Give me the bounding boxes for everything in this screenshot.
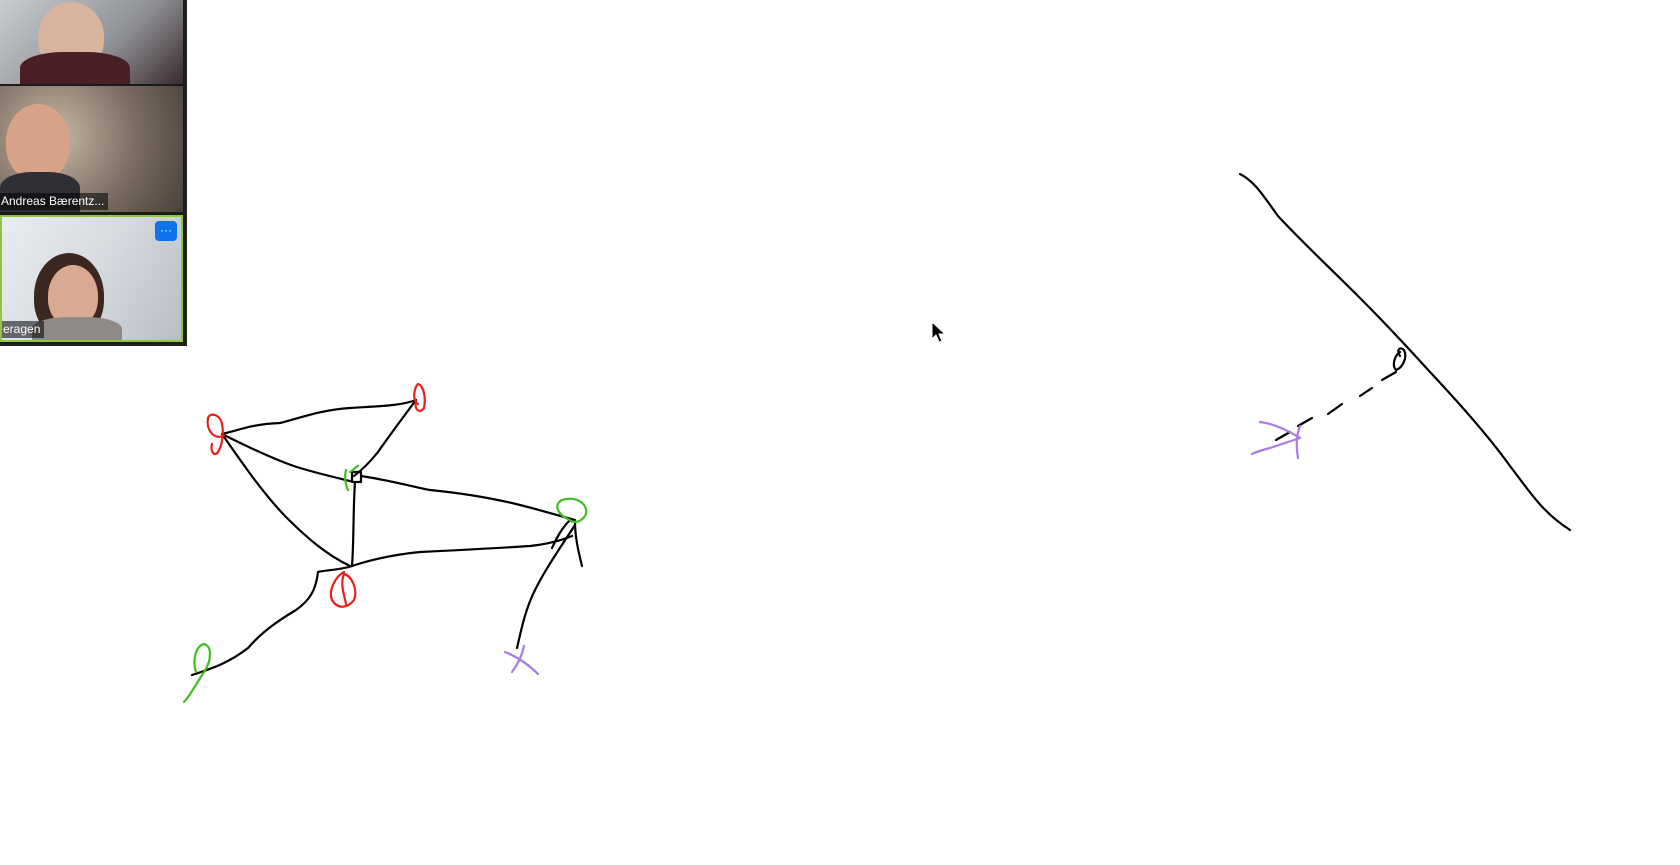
participant-2-video bbox=[6, 104, 70, 180]
participant-video-panel: Andreas Bærentz... eragen ··· bbox=[0, 0, 187, 346]
participant-3-video bbox=[48, 265, 98, 327]
arrow-cursor-icon bbox=[931, 321, 947, 343]
red-nodes bbox=[206, 382, 426, 608]
participant-name-label: Andreas Bærentz... bbox=[0, 193, 109, 210]
purple-x-left bbox=[503, 644, 540, 676]
graph-edges bbox=[190, 398, 584, 677]
right-line bbox=[1238, 172, 1572, 532]
green-nodes bbox=[182, 464, 588, 704]
participant-3-body bbox=[32, 317, 122, 340]
participant-name-label: eragen bbox=[2, 321, 45, 338]
participant-tile-3[interactable]: eragen ··· bbox=[0, 215, 183, 342]
more-options-icon[interactable]: ··· bbox=[155, 221, 177, 241]
purple-x-right bbox=[1250, 420, 1302, 460]
participant-tile-2[interactable]: Andreas Bærentz... bbox=[0, 86, 183, 212]
participant-tile-1[interactable] bbox=[0, 0, 183, 84]
participant-1-body bbox=[20, 52, 130, 84]
